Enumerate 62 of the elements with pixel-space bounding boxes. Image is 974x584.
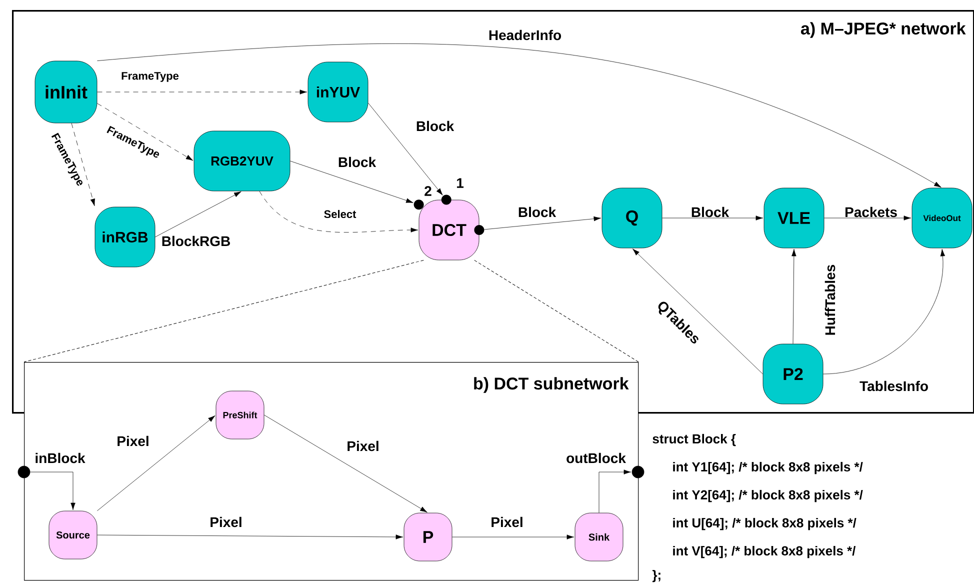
port-label: outBlock	[566, 452, 626, 464]
edge-label: BlockRGB	[162, 236, 230, 246]
arrow	[264, 414, 428, 512]
zoom-line	[474, 260, 639, 362]
arrow	[484, 216, 602, 230]
arrow	[452, 534, 574, 540]
zoom-line	[24, 260, 424, 362]
port-dot	[632, 466, 644, 478]
port-number: 1	[457, 178, 464, 188]
edge-label: Block	[518, 206, 556, 218]
edge-label: Packets	[845, 206, 897, 218]
process-box: inYUV	[308, 62, 368, 122]
arrow	[30, 472, 76, 510]
port-dot	[18, 466, 30, 478]
process-box: RGB2YUV	[194, 130, 290, 192]
code-line: int V[64]; /* block 8x8 pixels */	[673, 546, 856, 558]
arrow	[155, 191, 242, 238]
process-box: Sink	[574, 512, 624, 562]
code-line: int U[64]; /* block 8x8 pixels */	[673, 518, 856, 530]
arrow	[97, 415, 216, 511]
process-box: PreShift	[216, 390, 264, 440]
edge-label: HeaderInfo	[489, 30, 562, 40]
arrow	[71, 123, 95, 206]
arrow	[290, 160, 414, 203]
arrow	[823, 248, 946, 374]
arrow	[97, 534, 404, 540]
process-box: VLE	[764, 188, 824, 248]
arrow	[662, 216, 764, 220]
edge-label: FrameType	[122, 72, 179, 82]
edge-label: Pixel	[210, 516, 242, 528]
arrow	[97, 90, 308, 94]
process-box: P	[404, 512, 452, 562]
edge-label: TablesInfo	[860, 380, 928, 392]
arrow	[97, 103, 194, 161]
edge-label: Block	[416, 120, 454, 132]
port-label: inBlock	[36, 452, 86, 464]
code-line: };	[652, 570, 660, 582]
edge-label: Pixel	[118, 436, 148, 446]
arrow	[368, 102, 443, 196]
code-line: int Y2[64]; /* block 8x8 pixels */	[673, 490, 863, 502]
arrow	[632, 248, 763, 374]
arrow	[792, 248, 796, 344]
edge-label: Pixel	[492, 516, 522, 528]
arrow	[97, 43, 942, 188]
port-number: 2	[424, 186, 432, 196]
process-box: VideoOut	[912, 188, 972, 248]
edge-label: Block	[338, 156, 376, 168]
arrow	[598, 470, 632, 513]
edge-label: Pixel	[348, 440, 378, 452]
code-line: int Y1[64]; /* block 8x8 pixels */	[673, 462, 863, 474]
process-box: inRGB	[94, 206, 156, 268]
arrow	[259, 191, 418, 232]
process-box: Q	[602, 188, 662, 248]
edge-label: HuffTables	[824, 264, 836, 335]
edge-label: Select	[324, 210, 356, 218]
arrow	[824, 216, 912, 220]
process-box: inInit	[34, 60, 98, 124]
process-box: P2	[762, 344, 824, 404]
code-line: struct Block {	[652, 434, 736, 446]
process-box: Source	[48, 510, 98, 560]
process-box: DCT	[418, 200, 480, 260]
edge-label: Block	[692, 206, 730, 218]
